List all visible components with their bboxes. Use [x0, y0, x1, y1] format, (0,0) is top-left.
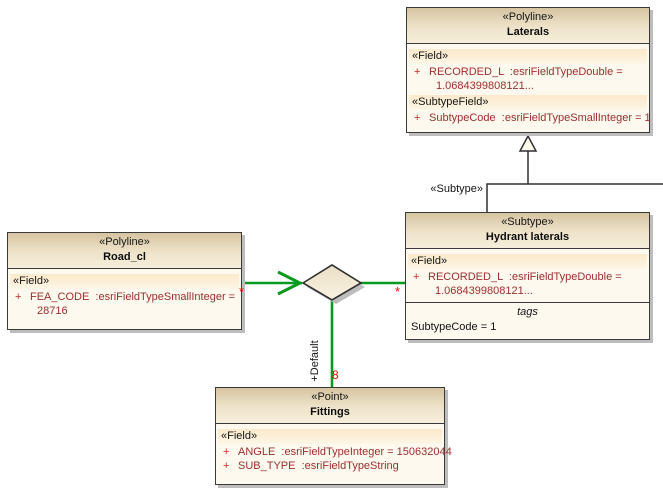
class-name: Hydrant laterals	[485, 231, 570, 243]
class-box-laterals[interactable]: «Polyline» Laterals «Field» + RECORDED_L…	[406, 7, 651, 133]
attribute-text: ANGLE :esriFieldTypeInteger = 150632044	[238, 446, 452, 458]
attributes-compartment: «Field» + ANGLE :esriFieldTypeInteger = …	[216, 424, 452, 473]
class-name: Laterals	[506, 26, 550, 38]
visibility-plus: +	[223, 446, 230, 458]
multiplicity-label-branch: 8	[332, 368, 339, 382]
class-header: «Polyline» Road_cl	[8, 233, 241, 269]
subtypefield-stereotype-band: «SubtypeField»	[409, 95, 647, 110]
role-label-default: +Default	[309, 340, 321, 382]
class-header: «Subtype» Hydrant laterals	[406, 213, 649, 249]
attribute-text: SUB_TYPE :esriFieldTypeString	[238, 460, 399, 472]
attribute-row: + SubtypeCode :esriFieldTypeSmallInteger…	[407, 111, 651, 125]
generalization-arrow-icon	[518, 134, 538, 152]
field-stereotype-band: «Field»	[10, 274, 239, 289]
tags-compartment-title: tags	[517, 306, 538, 318]
visibility-plus: +	[15, 291, 22, 303]
visibility-plus: +	[413, 271, 420, 283]
attribute-text: FEA_CODE :esriFieldTypeSmallInteger =	[30, 291, 236, 303]
multiplicity-label-target: *	[395, 284, 401, 299]
attributes-compartment: «Field» + FEA_CODE :esriFieldTypeSmallIn…	[8, 269, 241, 318]
class-header: «Polyline» Laterals	[407, 8, 649, 44]
attribute-continuation: 1.0684399808121...	[435, 285, 533, 297]
attribute-text: SubtypeCode :esriFieldTypeSmallInteger =…	[429, 112, 651, 124]
attribute-continuation: 1.0684399808121...	[436, 80, 534, 92]
attribute-row: + FEA_CODE :esriFieldTypeSmallInteger =	[8, 290, 241, 304]
association-diamond[interactable]	[301, 264, 363, 301]
class-stereotype: «Polyline»	[99, 236, 150, 248]
visibility-plus: +	[414, 112, 421, 124]
class-box-hydrant-laterals[interactable]: «Subtype» Hydrant laterals «Field» + REC…	[405, 212, 650, 340]
attribute-row: + SUB_TYPE :esriFieldTypeString	[216, 459, 444, 473]
attribute-text: RECORDED_L :esriFieldTypeDouble =	[428, 271, 622, 283]
class-header: «Point» Fittings	[216, 388, 444, 424]
class-box-fittings[interactable]: «Point» Fittings «Field» + ANGLE :esriFi…	[215, 387, 452, 485]
attributes-compartment: «Field» + RECORDED_L :esriFieldTypeDoubl…	[407, 44, 651, 125]
attributes-compartment: «Field» + RECORDED_L :esriFieldTypeDoubl…	[406, 249, 649, 334]
class-box-road-cl[interactable]: «Polyline» Road_cl «Field» + FEA_CODE :e…	[7, 232, 242, 330]
field-stereotype-band: «Field»	[218, 429, 442, 444]
class-stereotype: «Polyline»	[502, 11, 554, 23]
field-stereotype-band: «Field»	[409, 49, 647, 64]
generalization-stereotype-label: «Subtype»	[430, 183, 483, 195]
field-stereotype-band: «Field»	[408, 254, 647, 269]
class-name: Road_cl	[103, 251, 146, 263]
class-name: Fittings	[310, 406, 350, 418]
compartment-divider	[406, 302, 649, 303]
attribute-row: + RECORDED_L :esriFieldTypeDouble =	[407, 65, 649, 79]
tagged-value: SubtypeCode = 1	[411, 321, 497, 333]
generalization-line-hydrant[interactable]	[486, 183, 663, 212]
visibility-plus: +	[414, 66, 421, 78]
visibility-plus: +	[223, 460, 230, 472]
attribute-text: RECORDED_L :esriFieldTypeDouble =	[429, 66, 623, 78]
class-stereotype: «Subtype»	[501, 216, 554, 228]
class-stereotype: «Point»	[311, 391, 349, 403]
navigability-arrow-icon	[277, 270, 304, 296]
attribute-continuation: 28716	[37, 305, 68, 317]
attribute-row: + ANGLE :esriFieldTypeInteger = 15063204…	[216, 445, 452, 459]
attribute-row: + RECORDED_L :esriFieldTypeDouble =	[406, 270, 649, 284]
multiplicity-label-source: *	[239, 284, 245, 299]
